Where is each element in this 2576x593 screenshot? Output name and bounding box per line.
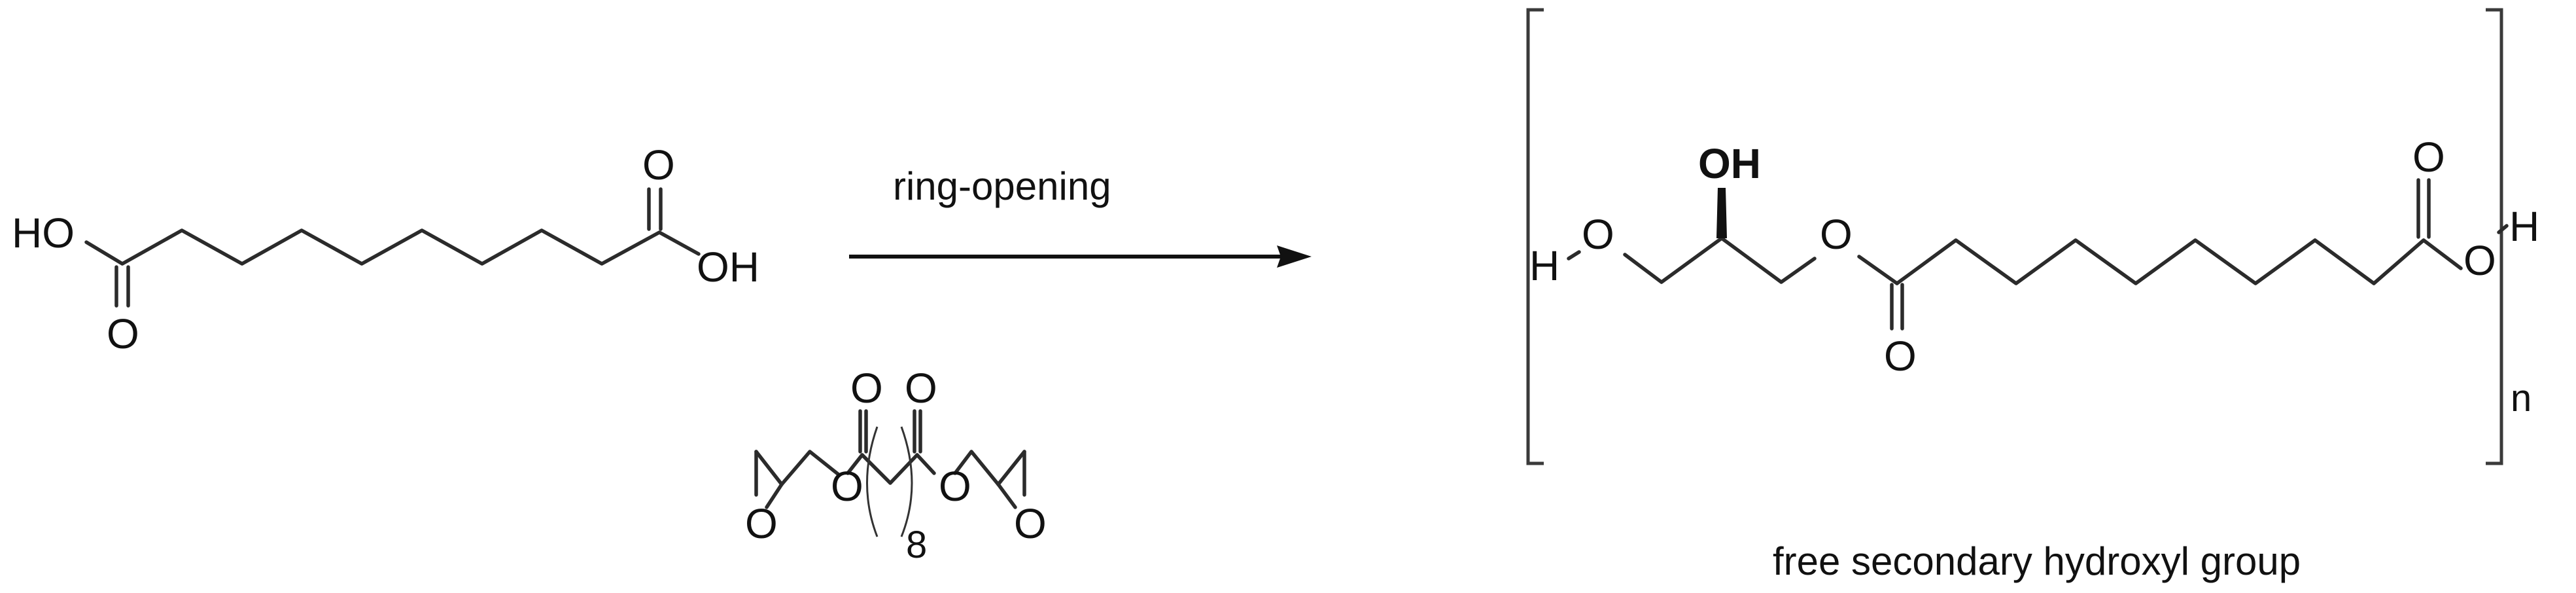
carbonyl-oxygen-left: O	[850, 365, 883, 412]
glycidyl-chain-right	[953, 450, 1000, 486]
repeat-subscript-n: n	[2511, 377, 2532, 420]
secondary-hydroxyl: OH	[1698, 140, 1761, 187]
wedge-bond	[1716, 188, 1727, 238]
ester-oxygen-left: O	[831, 463, 863, 510]
hydroxyl-annotation: free secondary hydroxyl group	[1773, 539, 2301, 583]
end-hydrogen-right: H	[2509, 203, 2539, 250]
repeat-parenthesis-right	[900, 426, 913, 537]
reactant-sebacic-acid: HO O O OH	[12, 141, 759, 357]
ether-oxygen: O	[1582, 211, 1614, 258]
reaction-arrow-group: ring-opening	[849, 164, 1312, 268]
polymer-bracket-right	[2486, 8, 2503, 465]
repeat-parenthesis-left	[866, 426, 879, 537]
ester-bond	[846, 453, 864, 475]
end-hydrogen-left: H	[1529, 242, 1559, 289]
epoxide-bond	[754, 450, 784, 486]
ester-oxygen-right: O	[939, 463, 971, 510]
epoxide-bond	[765, 482, 784, 509]
ester-bond	[1857, 255, 1899, 285]
epoxide-oxygen-right: O	[1014, 500, 1047, 547]
terminal-oxygen: O	[2463, 237, 2496, 284]
glycerol-backbone	[1623, 236, 1817, 284]
sebacate-chain	[1895, 238, 2463, 285]
arrow-head-icon	[1277, 245, 1312, 268]
repeat-subscript: 8	[906, 524, 927, 566]
polymer-bracket-left	[1526, 8, 1544, 465]
ester-bond	[915, 453, 936, 475]
epoxide-oxygen-left: O	[745, 500, 778, 547]
carbonyl-oxygen-left: O	[107, 310, 139, 357]
glycidyl-chain-left	[780, 450, 841, 486]
end-bond-right	[2497, 224, 2509, 234]
ester-chain	[860, 453, 919, 485]
carbonyl-oxygen-right: O	[905, 365, 937, 412]
carbon-chain	[84, 228, 701, 266]
ester-oxygen: O	[1820, 211, 1853, 258]
epoxide-bond	[996, 482, 1017, 509]
epoxide-bond	[996, 450, 1026, 486]
reactant-diglycidyl-sebacate: O O O O O O 8	[745, 365, 1047, 566]
hydroxyl-label-left: HO	[12, 209, 75, 257]
hydroxyl-label-right: OH	[697, 243, 759, 291]
carbonyl-oxygen-high: O	[2412, 134, 2445, 181]
reaction-condition-label: ring-opening	[893, 164, 1111, 208]
carbonyl-oxygen-low: O	[1884, 332, 1917, 380]
carbonyl-oxygen-right: O	[642, 141, 675, 189]
product-polymer: H O OH O O O O H n free secondary hydrox…	[1526, 8, 2539, 583]
end-bond-left	[1567, 250, 1581, 261]
